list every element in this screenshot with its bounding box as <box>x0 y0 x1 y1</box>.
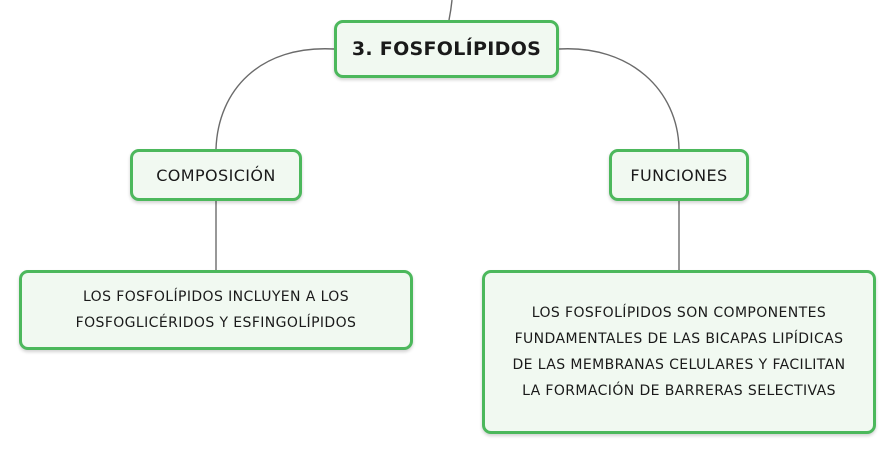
branch-label-composicion: COMPOSICIÓN <box>156 165 276 185</box>
root-topic-label: 3. FOSFOLÍPIDOS <box>351 38 542 60</box>
connector-root-to-composicion <box>215 48 335 150</box>
detail-node-funciones[interactable]: LOS FOSFOLÍPIDOS SON COMPONENTES FUNDAME… <box>482 270 876 434</box>
connector-parent-to-root <box>448 0 453 21</box>
branch-node-funciones[interactable]: FUNCIONES <box>609 149 749 201</box>
detail-node-composicion[interactable]: LOS FOSFOLÍPIDOS INCLUYEN A LOS FOSFOGLI… <box>19 270 413 350</box>
branch-label-funciones: FUNCIONES <box>630 165 728 185</box>
detail-text-funciones: LOS FOSFOLÍPIDOS SON COMPONENTES FUNDAME… <box>512 305 846 399</box>
connector-root-to-funciones <box>558 48 680 150</box>
detail-text-composicion: LOS FOSFOLÍPIDOS INCLUYEN A LOS FOSFOGLI… <box>75 289 357 331</box>
branch-node-composicion[interactable]: COMPOSICIÓN <box>130 149 302 201</box>
root-topic-node[interactable]: 3. FOSFOLÍPIDOS <box>334 20 559 78</box>
